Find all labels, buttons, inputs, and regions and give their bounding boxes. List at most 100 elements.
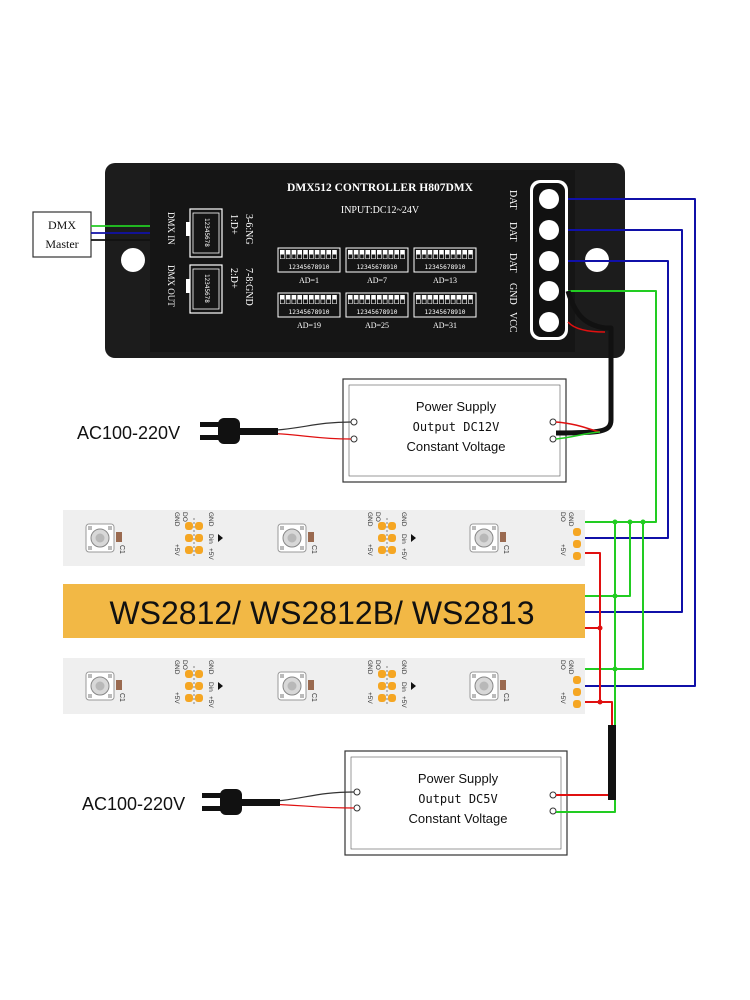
terminal-screw-2[interactable] — [539, 220, 559, 240]
dmx-in-label: DMX IN — [166, 212, 176, 245]
led-chip — [469, 671, 499, 701]
led-chip — [469, 523, 499, 553]
dip-address-label: AD=1 — [299, 276, 319, 285]
capacitor-label: C1 — [310, 545, 317, 554]
svg-text:DO: DO — [181, 660, 188, 670]
svg-text:Din: Din — [400, 682, 407, 692]
capacitor — [308, 680, 314, 690]
capacitor-label: C1 — [502, 693, 509, 702]
terminal-screw-3[interactable] — [539, 251, 559, 271]
svg-text:DO: DO — [559, 512, 566, 522]
psu-bottom-line3: Constant Voltage — [408, 811, 507, 826]
plug-icon — [200, 418, 240, 444]
svg-text:Din: Din — [400, 534, 407, 544]
psu-top-outer — [342, 378, 567, 483]
dip-address-label: AD=31 — [433, 321, 457, 330]
svg-text:DO: DO — [374, 660, 381, 670]
strip-pcb — [63, 510, 585, 566]
svg-text:GND: GND — [207, 660, 214, 675]
capacitor — [116, 680, 122, 690]
svg-text:DO: DO — [559, 660, 566, 670]
mount-hole-left — [121, 248, 145, 272]
capacitor-label: C1 — [310, 693, 317, 702]
banner: WS2812/ WS2812B/ WS2813 — [63, 584, 585, 638]
psu-top-line3: Constant Voltage — [406, 439, 505, 454]
svg-text:GND: GND — [400, 660, 407, 675]
wiring — [555, 198, 696, 813]
terminal-label-dat-3: DAT — [507, 253, 518, 272]
ac-input-label-top: AC100-220V — [77, 423, 180, 443]
terminal-screw-1[interactable] — [539, 189, 559, 209]
dmx-master-line2: Master — [45, 237, 78, 251]
rj45-port-out: 12345678 — [186, 264, 223, 314]
dip-address-label: AD=19 — [297, 321, 321, 330]
svg-text:GND: GND — [567, 660, 574, 675]
led-chip — [277, 523, 307, 553]
data-wire-1 — [568, 198, 696, 687]
controller-panel — [150, 170, 575, 352]
svg-text:GND: GND — [366, 660, 373, 675]
terminal-screw-4[interactable] — [539, 281, 559, 301]
svg-text:GND: GND — [207, 512, 214, 527]
plug-icon — [202, 789, 242, 815]
capacitor-label: C1 — [118, 545, 125, 554]
psu-bottom-outer — [344, 750, 568, 856]
svg-text:+5V: +5V — [559, 544, 566, 556]
led-chip — [85, 523, 115, 553]
capacitor — [116, 532, 122, 542]
led-chip — [85, 671, 115, 701]
terminal-label-dat-2: DAT — [507, 222, 518, 241]
controller-input-label: INPUT:DC12~24V — [341, 205, 420, 216]
terminal-screw-5[interactable] — [539, 312, 559, 332]
port-in-pins: 12345678 — [203, 218, 210, 247]
pin-label-b1: 2:D+ — [228, 268, 239, 289]
svg-text:+5V: +5V — [400, 548, 407, 560]
svg-text:+5V: +5V — [400, 696, 407, 708]
power-supply-dc5v: Power Supply Output DC5V Constant Voltag… — [82, 750, 568, 856]
svg-text:+5V: +5V — [173, 544, 180, 556]
dip-digits: 12345678910 — [289, 309, 330, 316]
led-chip — [277, 671, 307, 701]
data-wire-2 — [568, 229, 683, 613]
capacitor — [308, 532, 314, 542]
capacitor-label: C1 — [118, 693, 125, 702]
pin-label-a2: 3-6:NG — [243, 214, 254, 245]
dmx-master-box — [32, 211, 92, 258]
svg-text:DO: DO — [181, 512, 188, 522]
svg-text:+5V: +5V — [366, 692, 373, 704]
dmx-controller: DMX512 CONTROLLER H807DMX INPUT:DC12~24V… — [105, 163, 625, 358]
terminal-label-vcc: VCC — [507, 312, 518, 333]
terminal-screws — [539, 189, 559, 332]
ac-input-label-bottom: AC100-220V — [82, 794, 185, 814]
svg-text:GND: GND — [400, 512, 407, 527]
dip-digits: 12345678910 — [289, 264, 330, 271]
capacitor — [500, 680, 506, 690]
dip-address-label: AD=13 — [433, 276, 457, 285]
rj45-port-in: 12345678 — [186, 208, 223, 258]
dip-address-label: AD=7 — [367, 276, 387, 285]
pin-label-a1: 1:D+ — [228, 214, 239, 235]
svg-text:GND: GND — [173, 660, 180, 675]
power-supply-dc12v: Power Supply Output DC12V Constant Volta… — [77, 378, 567, 483]
capacitor-label: C1 — [502, 545, 509, 554]
psu-top-line1: Power Supply — [416, 399, 497, 414]
capacitor — [500, 532, 506, 542]
svg-text:GND: GND — [366, 512, 373, 527]
terminal-label-dat-1: DAT — [507, 190, 518, 209]
terminal-label-gnd: GND — [507, 283, 518, 305]
dip-address-label: AD=25 — [365, 321, 389, 330]
svg-text:+5V: +5V — [207, 696, 214, 708]
